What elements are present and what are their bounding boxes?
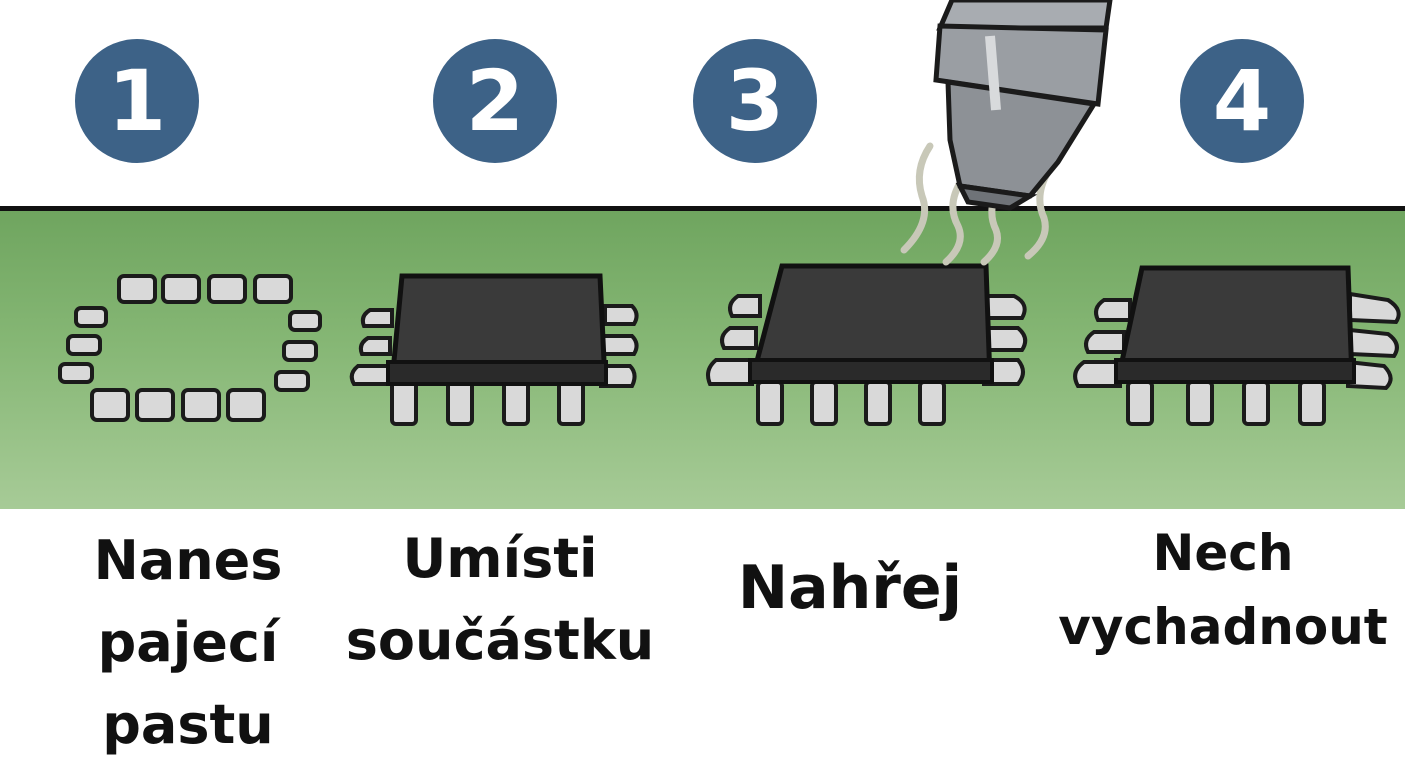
step-1-badge: 1 bbox=[75, 39, 199, 163]
step-4-label-line: Nech bbox=[1152, 524, 1294, 582]
solder-pad-icon bbox=[58, 274, 322, 422]
soldering-iron-icon bbox=[933, 0, 1113, 211]
step-1-label-line: pastu bbox=[102, 693, 274, 756]
step-2-label-line: Umísti bbox=[402, 527, 598, 590]
step-2-label: Umísti součástku bbox=[340, 518, 660, 682]
ic-chip-icon bbox=[349, 273, 639, 426]
step-4-label-line: vychadnout bbox=[1058, 598, 1388, 656]
step-4-label: Nech vychadnout bbox=[1050, 516, 1396, 664]
step-2-badge: 2 bbox=[433, 39, 557, 163]
step-1-label-line: pajecí bbox=[97, 611, 279, 674]
ic-chip-icon bbox=[1073, 265, 1401, 426]
ic-chip-icon bbox=[706, 263, 1028, 426]
step-3-badge: 3 bbox=[693, 39, 817, 163]
step-1-label: Nanes pajecí pastu bbox=[60, 520, 316, 766]
step-2-label-line: součástku bbox=[345, 609, 655, 672]
step-3-label-line: Nahřej bbox=[737, 553, 963, 623]
step-3-label: Nahřej bbox=[720, 550, 980, 626]
heat-wave-icon bbox=[900, 142, 1052, 266]
step-1-label-line: Nanes bbox=[93, 529, 283, 592]
step-4-badge: 4 bbox=[1180, 39, 1304, 163]
